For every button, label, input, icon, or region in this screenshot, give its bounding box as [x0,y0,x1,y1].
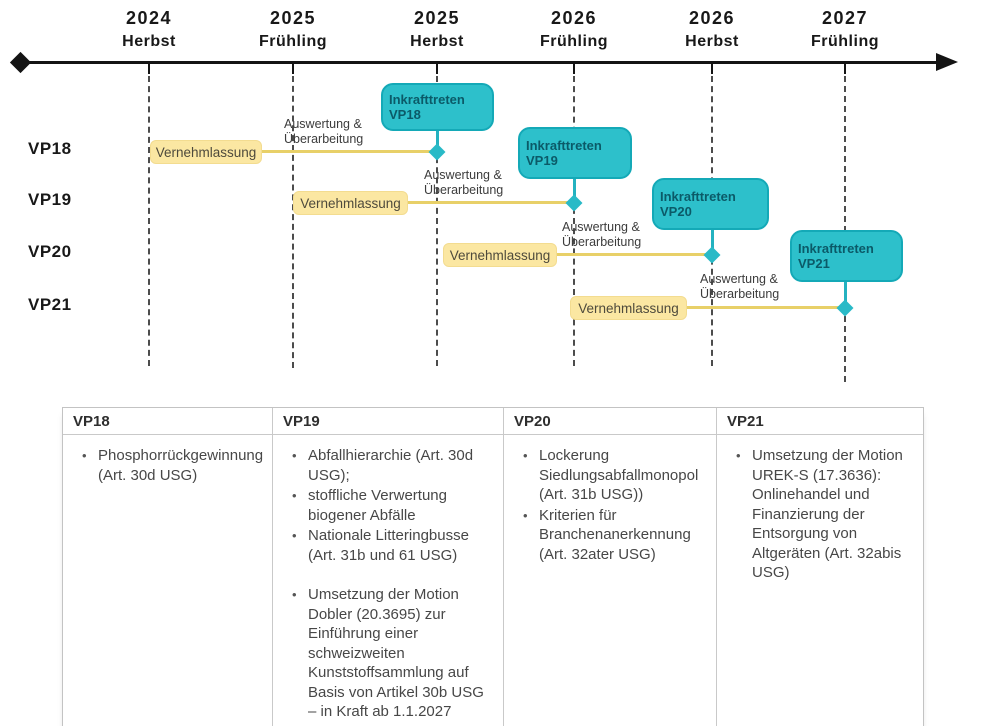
connector-line [260,150,437,153]
list-item: Umsetzung der Motion UREK-S (17.3636): O… [725,446,915,583]
review-label-vp21: Auswertung & Überarbeitung [700,272,779,302]
axis-year: 2026 [550,8,598,28]
review-label-vp18: Auswertung & Überarbeitung [284,117,363,147]
axis-label-2024-herbst: 2024 Herbst [74,6,224,52]
axis-season: Frühling [259,33,327,50]
review-label-vp20: Auswertung & Überarbeitung [562,220,641,250]
enactment-box-vp19: Inkrafttreten VP19 [518,127,632,179]
connector-line [406,201,574,204]
axis-tick [436,63,438,74]
axis-tick [711,63,713,74]
consultation-box-vp19: Vernehmlassung [293,191,408,215]
axis-label-2027-fruehling: 2027 Frühling [770,6,920,52]
axis-tick [573,63,575,74]
connector-line [685,306,845,309]
list-item: Kriterien für Branchenanerkennung (Art. … [512,506,708,565]
table-cell-vp20: Lockerung Siedlungsabfallmonopol (Art. 3… [504,435,717,726]
vp18-item-list: Phosphorrückgewinnung (Art. 30d USG) [71,446,264,485]
review-line1: Auswertung & [424,168,502,182]
gridline-2026-fruehling [573,76,575,366]
row-label-vp20: VP20 [28,242,72,261]
axis-year: 2025 [413,8,461,28]
list-item: Umsetzung der Motion Dobler (20.3695) zu… [281,585,495,722]
milestone-stem [844,281,847,308]
milestone-stem [573,178,576,203]
vp20-item-list: Lockerung Siedlungsabfallmonopol (Art. 3… [512,446,708,564]
vp21-item-list: Umsetzung der Motion UREK-S (17.3636): O… [725,446,915,583]
row-label-vp19: VP19 [28,190,72,209]
milestone-stem [436,129,439,152]
table-header-vp19: VP19 [273,408,504,435]
axis-year: 2027 [821,8,869,28]
review-line1: Auswertung & [700,272,778,286]
consultation-box-vp18: Vernehmlassung [150,140,262,164]
vp-summary-table: VP18 VP19 VP20 VP21 Phosphorrückgewinnun… [62,407,924,726]
row-label-vp21: VP21 [28,295,72,314]
axis-arrowhead-icon [936,53,958,71]
review-line2: Überarbeitung [562,235,642,249]
axis-season: Frühling [811,33,879,50]
consultation-box-vp21: Vernehmlassung [570,296,687,320]
list-item: Phosphorrückgewinnung (Art. 30d USG) [71,446,264,485]
enactment-box-vp18: Inkrafttreten VP18 [381,83,494,131]
milestone-stem [711,229,714,255]
consultation-box-vp20: Vernehmlassung [443,243,557,267]
row-label-vp18: VP18 [28,139,72,158]
axis-label-2025-fruehling: 2025 Frühling [218,6,368,52]
list-item: Lockerung Siedlungsabfallmonopol (Art. 3… [512,446,708,505]
axis-season: Herbst [410,33,464,50]
enactment-box-vp20: Inkrafttreten VP20 [652,178,769,230]
axis-year: 2025 [269,8,317,28]
axis-year: 2024 [125,8,173,28]
table-cell-vp18: Phosphorrückgewinnung (Art. 30d USG) [63,435,273,726]
axis-tick [844,63,846,74]
axis-label-2025-herbst: 2025 Herbst [362,6,512,52]
milestone-diamond-icon [703,246,721,264]
axis-season: Herbst [685,33,739,50]
table-header-vp18: VP18 [63,408,273,435]
timeline-axis [20,61,938,64]
table-cell-vp19: Abfallhierarchie (Art. 30d USG); stoffli… [273,435,504,726]
list-item: Abfallhierarchie (Art. 30d USG); [281,446,495,485]
table-header-vp21: VP21 [717,408,923,435]
vp19-item-list: Abfallhierarchie (Art. 30d USG); stoffli… [281,446,495,722]
table-cell-vp21: Umsetzung der Motion UREK-S (17.3636): O… [717,435,923,726]
gridline-2027-fruehling [844,76,846,382]
review-line1: Auswertung & [284,117,362,131]
connector-line [555,253,712,256]
axis-label-2026-herbst: 2026 Herbst [637,6,787,52]
table-header-vp20: VP20 [504,408,717,435]
review-line2: Überarbeitung [424,183,504,197]
milestone-diamond-icon [836,299,854,317]
review-line2: Überarbeitung [700,287,780,301]
gridline-2025-fruehling [292,76,294,368]
list-item: stoffliche Verwertung biogener Abfälle [281,486,495,525]
axis-tick [292,63,294,74]
axis-season: Frühling [540,33,608,50]
axis-season: Herbst [122,33,176,50]
list-item: Nationale Litteringbusse (Art. 31b und 6… [281,526,495,565]
axis-label-2026-fruehling: 2026 Frühling [499,6,649,52]
axis-tick [148,63,150,74]
milestone-diamond-icon [428,143,446,161]
review-label-vp19: Auswertung & Überarbeitung [424,168,503,198]
gridline-2024-herbst [148,76,150,366]
review-line2: Überarbeitung [284,132,364,146]
gridline-2025-herbst [436,76,438,366]
milestone-diamond-icon [565,194,583,212]
enactment-box-vp21: Inkrafttreten VP21 [790,230,903,282]
review-line1: Auswertung & [562,220,640,234]
axis-year: 2026 [688,8,736,28]
axis-start-diamond-icon [9,51,32,74]
